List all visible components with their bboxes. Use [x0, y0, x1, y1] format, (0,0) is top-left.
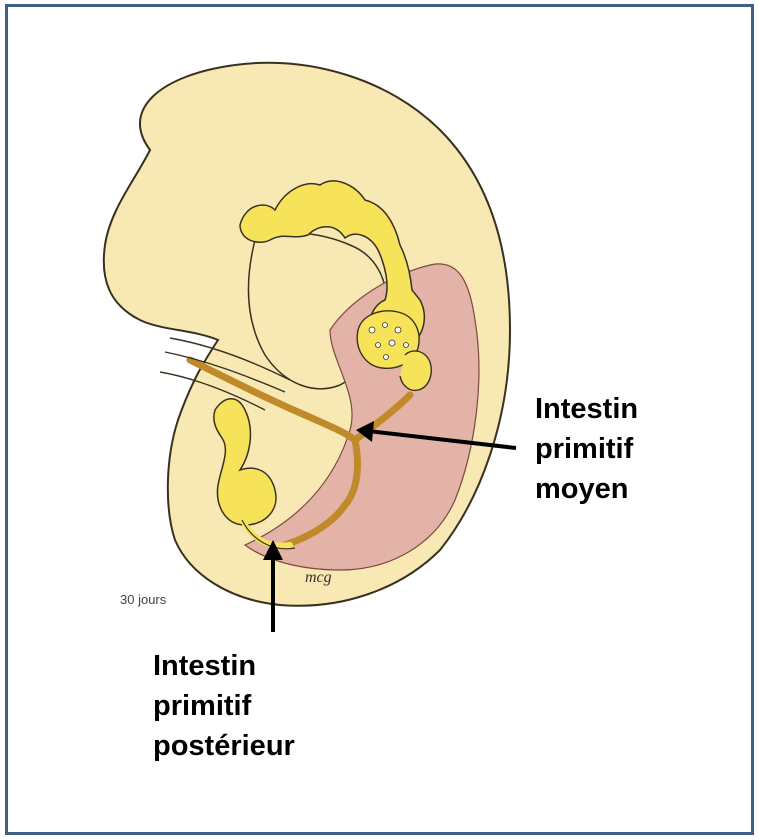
label-posterieur-line-1: Intestin	[153, 646, 295, 686]
label-moyen-line-2: primitif	[535, 429, 638, 469]
label-posterieur-line-2: primitif	[153, 686, 295, 726]
label-moyen-line-3: moyen	[535, 469, 638, 509]
label-posterieur-line-3: postérieur	[153, 726, 295, 766]
label-moyen-line-1: Intestin	[535, 389, 638, 429]
label-intestin-primitif-posterieur: Intestin primitif postérieur	[153, 646, 295, 766]
age-caption: 30 jours	[120, 592, 166, 607]
stomach	[400, 351, 431, 390]
artist-signature: mcg	[305, 569, 332, 586]
label-intestin-primitif-moyen: Intestin primitif moyen	[535, 389, 638, 509]
